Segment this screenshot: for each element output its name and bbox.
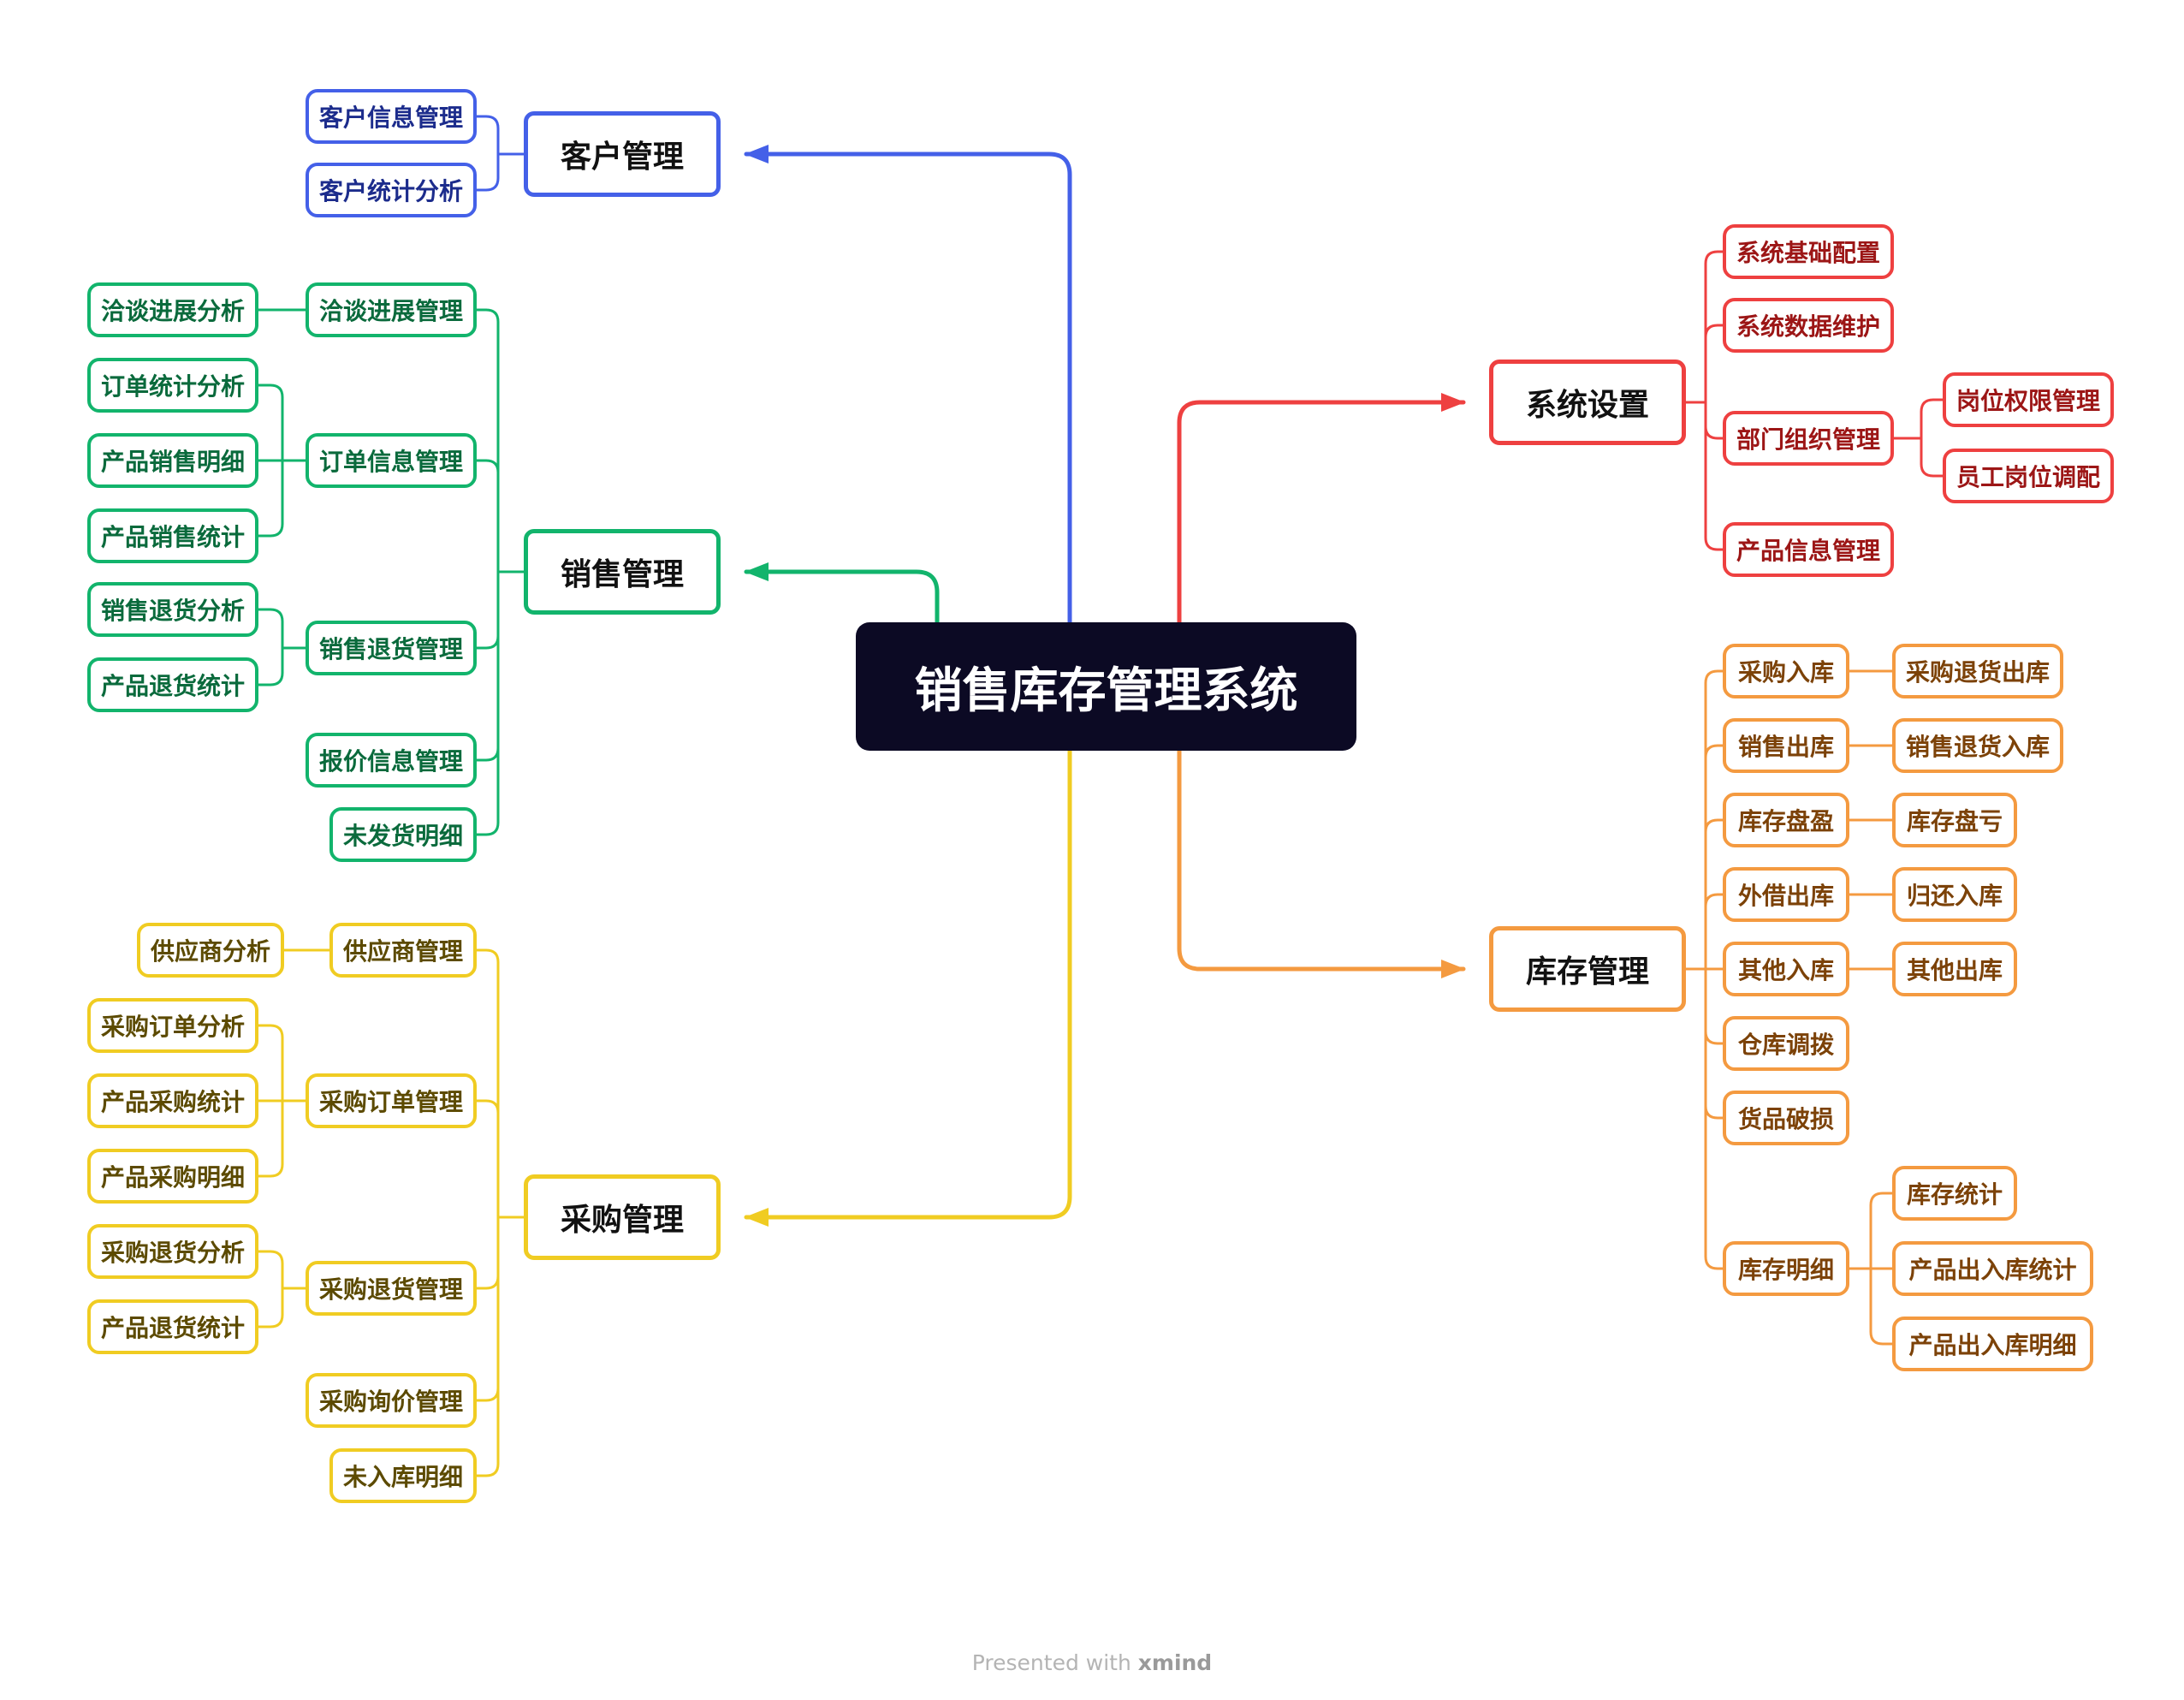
link-purchase-3 <box>475 1216 525 1402</box>
link-sales-0 <box>475 308 525 574</box>
link-sales-1-2 <box>257 459 307 538</box>
inventory-item-1[interactable]: 销售出库 <box>1723 718 1849 773</box>
footer-credit: Presented with xmind <box>0 1650 2184 1675</box>
link-purchase-1-0 <box>257 1024 307 1103</box>
link-sales-2-1 <box>257 646 307 687</box>
inventory-item-7[interactable]: 库存明细 <box>1723 1241 1849 1296</box>
settings-item-0[interactable]: 系统基础配置 <box>1723 224 1894 279</box>
arrow-settings <box>1441 393 1465 412</box>
sales-item-1-sub-2[interactable]: 产品销售统计 <box>87 508 258 563</box>
purchase-item-1-sub-2[interactable]: 产品采购明细 <box>87 1149 258 1204</box>
inventory-item-0-sub-0[interactable]: 采购退货出库 <box>1892 644 2063 698</box>
link-settings-2-0 <box>1892 398 1944 440</box>
link-customer-1 <box>475 152 525 192</box>
inventory-item-6[interactable]: 货品破损 <box>1723 1091 1849 1145</box>
sales-item-2-sub-1[interactable]: 产品退货统计 <box>87 657 258 712</box>
sales-item-0[interactable]: 洽谈进展管理 <box>306 282 477 337</box>
customer-item-1[interactable]: 客户统计分析 <box>306 163 477 217</box>
link-purchase-2-1 <box>257 1287 307 1328</box>
link-purchase-2 <box>475 1216 525 1290</box>
link-root-settings <box>1177 400 1466 625</box>
sales-item-1[interactable]: 订单信息管理 <box>306 433 477 488</box>
link-purchase-1-2 <box>257 1099 307 1178</box>
purchase-item-0[interactable]: 供应商管理 <box>329 923 477 978</box>
link-inventory-7-2 <box>1848 1267 1894 1346</box>
link-settings-2-1 <box>1892 437 1944 478</box>
link-customer-0 <box>475 115 525 156</box>
sales-item-4[interactable]: 未发货明细 <box>329 807 477 862</box>
link-sales-3 <box>475 570 525 762</box>
root-topic[interactable]: 销售库存管理系统 <box>856 622 1356 751</box>
inventory-item-4-sub-0[interactable]: 其他出库 <box>1892 942 2017 996</box>
topic-purchase[interactable]: 采购管理 <box>524 1174 721 1260</box>
footer-prefix: Presented with <box>971 1650 1138 1675</box>
purchase-item-3[interactable]: 采购询价管理 <box>306 1373 477 1428</box>
inventory-item-2[interactable]: 库存盘盈 <box>1723 793 1849 847</box>
link-inventory-2 <box>1684 818 1724 971</box>
sales-item-0-sub-0[interactable]: 洽谈进展分析 <box>87 282 258 337</box>
inventory-item-5[interactable]: 仓库调拨 <box>1723 1016 1849 1071</box>
link-purchase-0 <box>475 948 525 1219</box>
link-root-customer <box>744 152 1072 625</box>
link-root-purchase <box>744 748 1072 1220</box>
purchase-item-0-sub-0[interactable]: 供应商分析 <box>137 923 284 978</box>
inventory-item-7-sub-1[interactable]: 产品出入库统计 <box>1892 1241 2093 1296</box>
link-sales-4 <box>475 570 525 836</box>
purchase-item-2-sub-0[interactable]: 采购退货分析 <box>87 1224 258 1279</box>
inventory-item-0[interactable]: 采购入库 <box>1723 644 1849 698</box>
link-inventory-3 <box>1684 893 1724 971</box>
settings-item-2-sub-1[interactable]: 员工岗位调配 <box>1943 449 2114 503</box>
footer-brand[interactable]: xmind <box>1137 1650 1213 1675</box>
link-settings-1 <box>1684 324 1724 404</box>
settings-item-3[interactable]: 产品信息管理 <box>1723 522 1894 577</box>
arrow-purchase <box>745 1208 769 1227</box>
link-inventory-7-0 <box>1848 1192 1894 1270</box>
customer-item-0[interactable]: 客户信息管理 <box>306 89 477 144</box>
settings-item-2[interactable]: 部门组织管理 <box>1723 411 1894 466</box>
link-inventory-0 <box>1684 669 1724 971</box>
purchase-item-2[interactable]: 采购退货管理 <box>306 1261 477 1316</box>
link-root-inventory <box>1177 748 1466 972</box>
sales-item-2[interactable]: 销售退货管理 <box>306 621 477 675</box>
link-sales-2 <box>475 570 525 650</box>
sales-item-1-sub-1[interactable]: 产品销售明细 <box>87 433 258 488</box>
arrow-inventory <box>1441 960 1465 978</box>
purchase-item-1[interactable]: 采购订单管理 <box>306 1073 477 1128</box>
topic-settings[interactable]: 系统设置 <box>1489 360 1686 445</box>
link-root-sales <box>744 569 940 625</box>
settings-item-2-sub-0[interactable]: 岗位权限管理 <box>1943 372 2114 427</box>
purchase-item-1-sub-1[interactable]: 产品采购统计 <box>87 1073 258 1128</box>
sales-item-1-sub-0[interactable]: 订单统计分析 <box>87 358 258 413</box>
arrow-sales <box>745 562 769 581</box>
inventory-item-3[interactable]: 外借出库 <box>1723 867 1849 922</box>
link-purchase-4 <box>475 1216 525 1477</box>
inventory-item-2-sub-0[interactable]: 库存盘亏 <box>1892 793 2017 847</box>
link-purchase-2-0 <box>257 1250 307 1290</box>
sales-item-2-sub-0[interactable]: 销售退货分析 <box>87 582 258 637</box>
inventory-item-7-sub-2[interactable]: 产品出入库明细 <box>1892 1317 2093 1371</box>
sales-item-3[interactable]: 报价信息管理 <box>306 733 477 788</box>
link-sales-2-0 <box>257 608 307 650</box>
inventory-item-7-sub-0[interactable]: 库存统计 <box>1892 1166 2017 1221</box>
topic-sales[interactable]: 销售管理 <box>524 529 721 615</box>
purchase-item-1-sub-0[interactable]: 采购订单分析 <box>87 998 258 1053</box>
topic-customer[interactable]: 客户管理 <box>524 111 721 197</box>
link-settings-0 <box>1684 250 1724 404</box>
purchase-item-4[interactable]: 未入库明细 <box>329 1448 477 1503</box>
inventory-item-4[interactable]: 其他入库 <box>1723 942 1849 996</box>
settings-item-1[interactable]: 系统数据维护 <box>1723 298 1894 353</box>
topic-inventory[interactable]: 库存管理 <box>1489 926 1686 1012</box>
purchase-item-2-sub-1[interactable]: 产品退货统计 <box>87 1299 258 1354</box>
link-inventory-7 <box>1684 967 1724 1270</box>
arrow-customer <box>745 145 769 163</box>
inventory-item-1-sub-0[interactable]: 销售退货入库 <box>1892 718 2063 773</box>
inventory-item-3-sub-0[interactable]: 归还入库 <box>1892 867 2017 922</box>
link-sales-1-0 <box>257 383 307 462</box>
link-settings-3 <box>1684 401 1724 551</box>
link-purchase-1 <box>475 1099 525 1219</box>
link-sales-1 <box>475 459 525 574</box>
link-inventory-1 <box>1684 744 1724 971</box>
